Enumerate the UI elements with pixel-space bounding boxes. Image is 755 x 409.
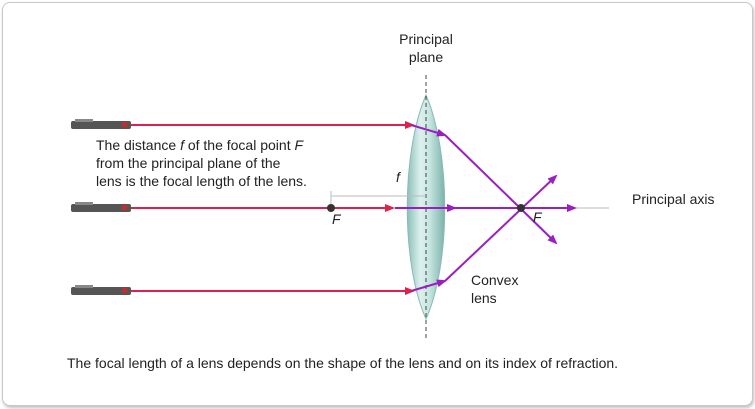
optics-diagram: [71, 75, 609, 338]
principal-axis-label: Principal axis: [632, 191, 715, 207]
flashlight-icon: [71, 202, 131, 212]
focal-length-description: The distance f of the focal point F from…: [96, 137, 307, 189]
refracted-ray-top: [444, 134, 558, 245]
principal-plane-label: Principal plane: [399, 31, 453, 65]
inner-ray-top: [410, 124, 447, 137]
flashlight-icon: [71, 285, 131, 295]
refracted-ray-bottom: [444, 174, 558, 282]
focal-point-left-label: F: [332, 211, 341, 227]
inner-ray-bottom: [410, 279, 447, 292]
caption: The focal length of a lens depends on th…: [67, 355, 619, 371]
focal-point-right-label: F: [533, 209, 542, 225]
focal-length-symbol: f: [396, 169, 400, 185]
flashlight-icon: [71, 119, 131, 129]
focal-point-left-dot: [327, 204, 335, 212]
convex-lens-label: Convex lens: [471, 272, 519, 306]
focal-point-right-dot: [517, 204, 525, 212]
